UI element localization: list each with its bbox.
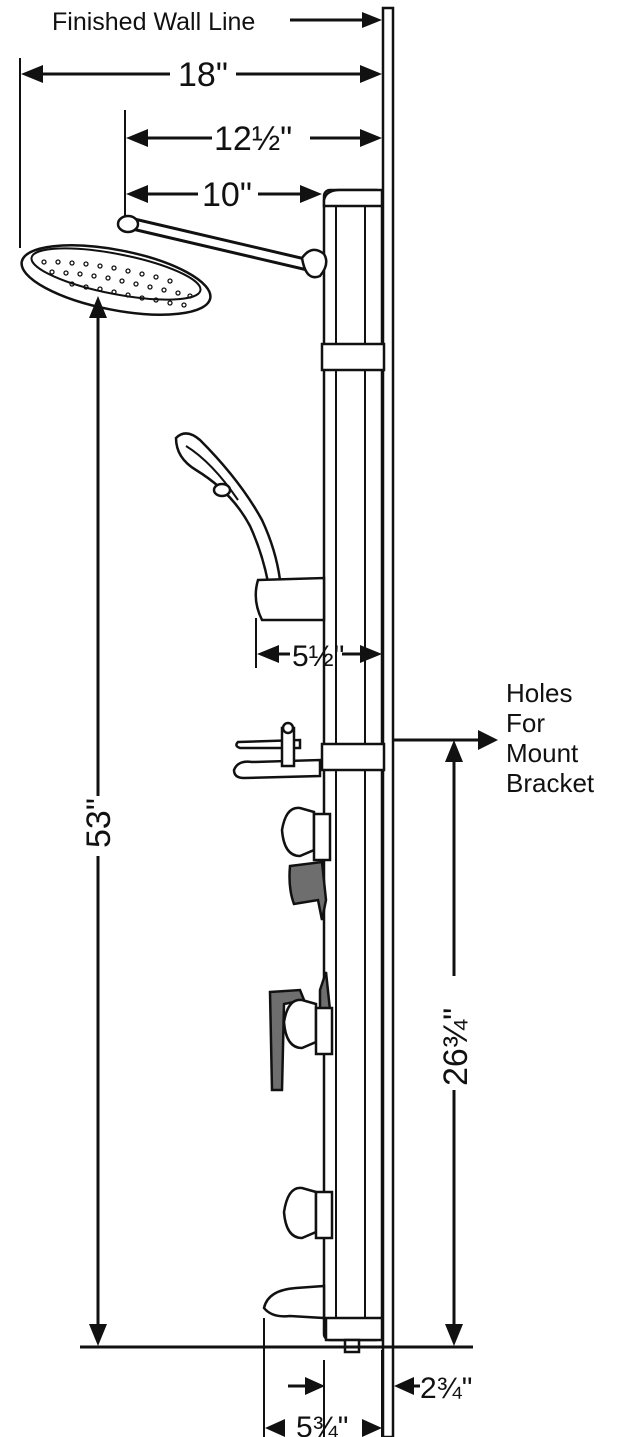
holes-label-line1: Holes <box>506 678 572 708</box>
dimension-10 <box>126 185 322 203</box>
finished-wall-line-label: Finished Wall Line <box>52 8 255 36</box>
dimension-5-3-4 <box>263 1318 382 1437</box>
dimension-12-half-label: 12½" <box>214 120 292 158</box>
dimension-26-3-4-label: 26¾" <box>437 1008 475 1086</box>
dimension-5-half <box>255 618 382 668</box>
rain-shower-arm <box>116 214 328 279</box>
mount-bracket-arrow <box>394 730 498 750</box>
valve-handle-2 <box>268 971 334 1092</box>
dimension-26-3-4 <box>445 740 463 1346</box>
dimension-5-3-4-label: 5¾" <box>296 1411 348 1437</box>
dimension-18 <box>19 58 382 248</box>
tub-spout <box>262 1284 326 1320</box>
valve-handle-1 <box>280 806 332 921</box>
finished-wall <box>381 6 395 1437</box>
holes-label-line2: For <box>506 708 545 738</box>
dimension-53-label: 53" <box>80 798 118 848</box>
dimension-5-half-label: 5½" <box>292 640 344 673</box>
dimension-2-3-4 <box>381 1350 420 1437</box>
dimension-10-label: 10" <box>202 176 252 214</box>
hand-shower <box>174 432 326 622</box>
dimension-2-3-4-label: 2¾" <box>420 1372 472 1405</box>
rain-shower-head <box>20 244 212 316</box>
dimension-53 <box>89 296 107 1346</box>
dimension-12-half <box>124 110 382 228</box>
finished-wall-line-arrow <box>290 12 382 28</box>
holes-label-line4: Bracket <box>506 768 595 798</box>
soap-shelf <box>232 721 322 780</box>
holes-label-line3: Mount <box>506 738 579 768</box>
valve-handle-3 <box>282 1186 334 1240</box>
dimension-18-label: 18" <box>178 56 228 94</box>
shower-column <box>320 188 386 1354</box>
